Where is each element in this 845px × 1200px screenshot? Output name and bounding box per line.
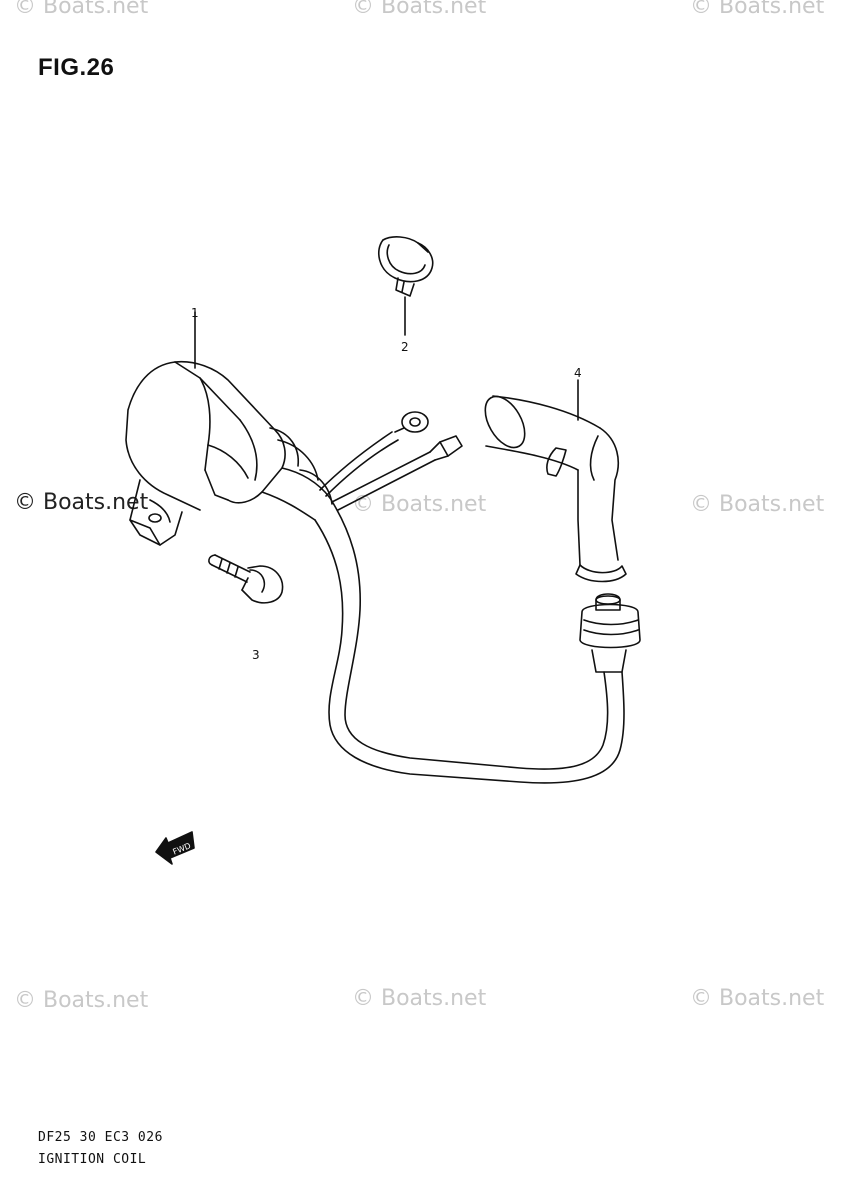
watermark: © Boats.net [690, 492, 825, 517]
callout-1: 1 [191, 306, 199, 320]
watermark: © Boats.net [690, 986, 825, 1011]
plug-cap-part[interactable] [477, 390, 627, 583]
high-tension-cord[interactable] [314, 497, 625, 784]
clamp-part[interactable] [378, 236, 434, 297]
watermark-dark: © Boats.net [14, 490, 149, 515]
cord-connector[interactable] [579, 593, 641, 673]
ignition-coil-part[interactable] [125, 360, 333, 546]
callout-2: 2 [401, 340, 409, 354]
figure-title: FIG.26 [38, 54, 115, 81]
callout-4: 4 [574, 366, 582, 380]
watermark: © Boats.net [352, 986, 487, 1011]
watermark: © Boats.net [352, 0, 487, 19]
callout-3: 3 [252, 648, 260, 662]
fwd-arrow-icon [155, 831, 195, 865]
bolt-part[interactable] [208, 554, 284, 604]
diagram-code: DF25 30 EC3 026 [38, 1130, 163, 1145]
watermark: © Boats.net [14, 0, 149, 19]
watermark: © Boats.net [352, 492, 487, 517]
watermark: © Boats.net [14, 988, 149, 1013]
diagram-caption: IGNITION COIL [38, 1152, 147, 1167]
coil-wires[interactable] [319, 411, 463, 511]
watermark: © Boats.net [690, 0, 825, 19]
